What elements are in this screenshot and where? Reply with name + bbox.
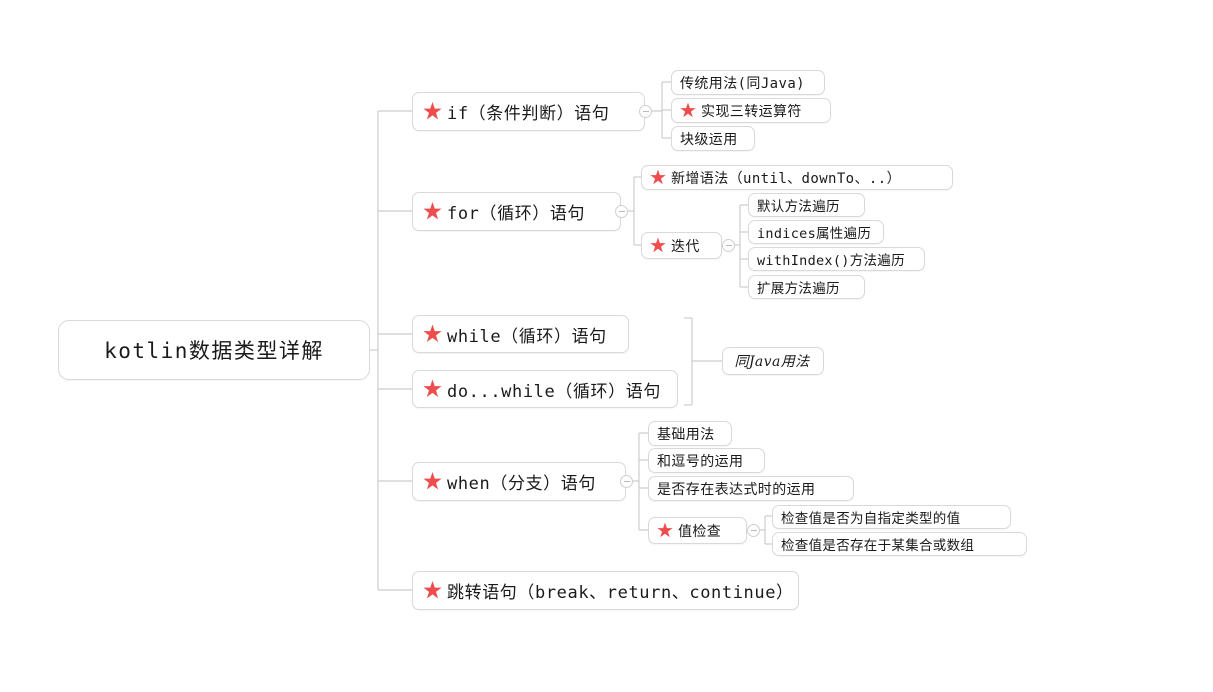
collapse-toggle-for[interactable] bbox=[615, 205, 628, 218]
branch-node-when[interactable]: when（分支）语句 bbox=[412, 462, 626, 501]
child-label: 和逗号的运用 bbox=[657, 453, 744, 470]
child-label: indices属性遍历 bbox=[757, 226, 872, 242]
child-label: 新增语法（until、downTo、..） bbox=[671, 170, 901, 187]
shared-note-same-as-java[interactable]: 同Java用法 bbox=[722, 347, 824, 375]
shared-note-label: 同Java用法 bbox=[734, 354, 810, 370]
child-node-for-newsyntax[interactable]: 新增语法（until、downTo、..） bbox=[641, 165, 953, 190]
star-icon bbox=[423, 102, 442, 121]
branch-label-jump: 跳转语句（break、return、continue） bbox=[447, 583, 794, 603]
branch-label-for: for（循环）语句 bbox=[447, 204, 586, 224]
child-label: 迭代 bbox=[671, 238, 700, 255]
child-node-valuecheck-collection[interactable]: 检查值是否存在于某集合或数组 bbox=[772, 532, 1027, 556]
child-label: 默认方法遍历 bbox=[757, 199, 840, 215]
collapse-toggle-iteration[interactable] bbox=[722, 239, 735, 252]
child-node-if-block[interactable]: 块级运用 bbox=[671, 126, 755, 151]
child-label: 检查值是否为自指定类型的值 bbox=[781, 511, 961, 527]
branch-label-dowhile: do...while（循环）语句 bbox=[447, 381, 661, 402]
child-node-iter-indices[interactable]: indices属性遍历 bbox=[748, 220, 884, 244]
collapse-toggle-if[interactable] bbox=[639, 105, 652, 118]
child-node-iter-withindex[interactable]: withIndex()方法遍历 bbox=[748, 247, 925, 271]
child-label: 是否存在表达式时的运用 bbox=[657, 481, 816, 498]
branch-label-while: while（循环）语句 bbox=[447, 326, 607, 347]
branch-node-if[interactable]: if（条件判断）语句 bbox=[412, 92, 645, 131]
child-label: 传统用法(同Java) bbox=[680, 75, 805, 92]
child-label: 块级运用 bbox=[680, 131, 738, 148]
star-icon bbox=[650, 237, 666, 254]
child-node-iter-default[interactable]: 默认方法遍历 bbox=[748, 193, 865, 217]
child-label: withIndex()方法遍历 bbox=[757, 253, 905, 269]
branch-label-if: if（条件判断）语句 bbox=[447, 104, 610, 124]
star-icon bbox=[423, 202, 442, 221]
collapse-toggle-valuecheck[interactable] bbox=[747, 524, 760, 537]
child-node-for-iteration[interactable]: 迭代 bbox=[641, 232, 722, 259]
child-label: 值检查 bbox=[678, 523, 722, 540]
star-icon bbox=[650, 169, 666, 186]
child-label: 实现三转运算符 bbox=[701, 103, 802, 120]
child-node-if-ternary[interactable]: 实现三转运算符 bbox=[671, 98, 831, 123]
star-icon bbox=[657, 522, 673, 539]
star-icon bbox=[423, 581, 442, 600]
child-node-when-valuecheck[interactable]: 值检查 bbox=[648, 517, 747, 544]
child-node-when-basic[interactable]: 基础用法 bbox=[648, 421, 732, 446]
child-node-valuecheck-type[interactable]: 检查值是否为自指定类型的值 bbox=[772, 505, 1011, 529]
child-node-iter-extension[interactable]: 扩展方法遍历 bbox=[748, 275, 865, 299]
branch-node-while[interactable]: while（循环）语句 bbox=[412, 315, 629, 353]
branch-node-dowhile[interactable]: do...while（循环）语句 bbox=[412, 370, 678, 408]
branch-label-when: when（分支）语句 bbox=[447, 474, 596, 494]
child-label: 检查值是否存在于某集合或数组 bbox=[781, 538, 975, 554]
child-node-when-comma[interactable]: 和逗号的运用 bbox=[648, 448, 765, 473]
child-label: 扩展方法遍历 bbox=[757, 281, 840, 297]
branch-node-jump[interactable]: 跳转语句（break、return、continue） bbox=[412, 571, 799, 610]
child-label: 基础用法 bbox=[657, 426, 715, 443]
root-node-label: kotlin数据类型详解 bbox=[104, 339, 324, 363]
star-icon bbox=[680, 102, 696, 119]
child-node-when-expression[interactable]: 是否存在表达式时的运用 bbox=[648, 476, 854, 501]
child-node-if-traditional[interactable]: 传统用法(同Java) bbox=[671, 70, 825, 95]
star-icon bbox=[423, 324, 442, 344]
collapse-toggle-when[interactable] bbox=[620, 475, 633, 488]
branch-node-for[interactable]: for（循环）语句 bbox=[412, 192, 621, 231]
star-icon bbox=[423, 472, 442, 491]
star-icon bbox=[423, 379, 442, 399]
root-node[interactable]: kotlin数据类型详解 bbox=[58, 320, 370, 380]
